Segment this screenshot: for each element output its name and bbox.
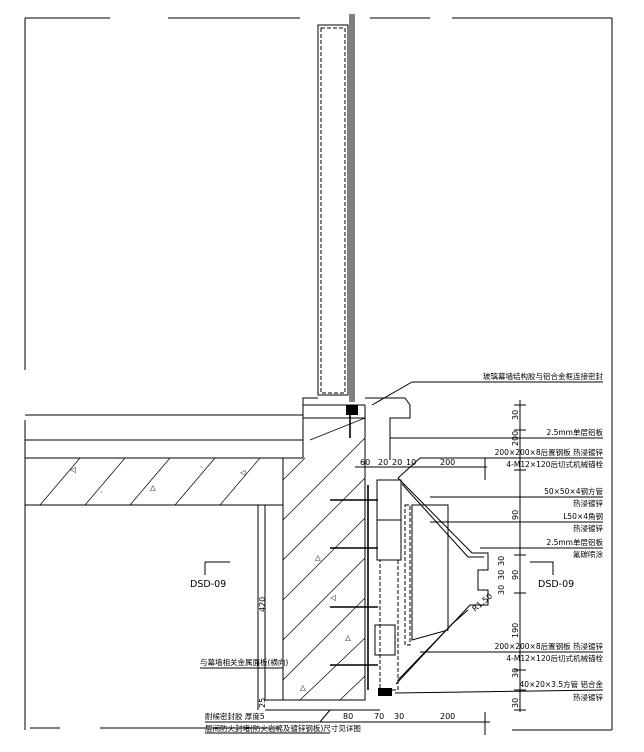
dim-top-20b: 20 (392, 458, 402, 467)
dim-top-60: 60 (360, 458, 370, 467)
dim-v-3: 30 (497, 556, 506, 566)
svg-text:△: △ (300, 683, 306, 692)
dim-v-5: 90 (511, 570, 520, 580)
dim-top-200: 200 (440, 458, 455, 467)
dim-top-20a: 20 (378, 458, 388, 467)
dim-bottom-200: 200 (440, 712, 455, 721)
svg-text:◁: ◁ (330, 593, 336, 602)
label-angle-finish: 热浸镀锌 (573, 523, 603, 533)
dim-v-7: 190 (511, 623, 520, 638)
dim-v-0: 30 (511, 410, 520, 420)
section-tag-right: DSD-09 (538, 579, 574, 590)
section-tag-left: DSD-09 (190, 579, 226, 590)
label-anchor-2: 4-M12×120后切式机械锚栓 (506, 653, 603, 663)
concrete-aggregate-marks: ◁ △ ◁ · · (70, 463, 246, 497)
aluminum-panel-profile (395, 477, 489, 685)
svg-text:△: △ (315, 553, 321, 562)
curtain-wall-panel (317, 14, 355, 402)
label-aluminum-panel-1: 2.5mm单层铝板 (546, 427, 603, 437)
beam-aggregate-marks: △ ◁ △ △ (300, 553, 351, 692)
svg-text:·: · (200, 463, 202, 472)
label-steel-tube-finish: 热浸镀锌 (573, 498, 603, 508)
floor-slab: ◁ △ ◁ · · (25, 414, 303, 506)
dim-v-8: 30 (511, 668, 520, 678)
dim-bottom-30: 30 (394, 712, 404, 721)
steel-frame (374, 479, 402, 696)
dim-v-2: 90 (511, 510, 520, 520)
label-aluminum-panel-2: 2.5mm单层铝板 (546, 537, 603, 547)
dim-v-4: 30 (497, 570, 506, 580)
dimension-lines (204, 400, 554, 735)
label-steel-plate-2: 200×200×8后置钢板 热浸镀锌 (495, 641, 604, 651)
svg-text:·: · (100, 488, 102, 497)
label-rect-tube: 40×20×3.5方管 铝合金 (520, 679, 604, 689)
svg-text:△: △ (150, 483, 156, 492)
annotations: 玻璃幕墙结构胶与铝合金框连接密封 2.5mm单层铝板 200×200×8后置钢板… (200, 371, 603, 733)
label-top-note: 玻璃幕墙结构胶与铝合金框连接密封 (483, 371, 603, 381)
label-rect-tube-finish: 热浸镀锌 (573, 692, 603, 702)
svg-text:◁: ◁ (240, 468, 246, 477)
dim-left-420: 420 (258, 597, 267, 612)
dim-left-25: 25 (258, 698, 267, 708)
dim-bottom-70: 70 (374, 712, 384, 721)
label-angle: L50×4角钢 (563, 511, 603, 521)
leader-lines (200, 381, 604, 734)
dim-v-9: 30 (511, 698, 520, 708)
svg-text:◁: ◁ (70, 465, 76, 474)
label-steel-plate-1: 200×200×8后置钢板 热浸镀锌 (495, 447, 604, 457)
dim-v-6: 30 (497, 585, 506, 595)
svg-text:△: △ (345, 633, 351, 642)
label-anchor-1: 4-M12×120后切式机械锚栓 (506, 459, 603, 469)
dim-top-10: 10 (406, 458, 416, 467)
anchor-bolts (330, 485, 378, 690)
concrete-beam: △ ◁ △ △ (264, 397, 411, 711)
label-panel-finish: 氟碳喷涂 (573, 549, 603, 559)
dimension-texts: 60 20 20 10 200 30 200 90 30 30 90 30 19… (258, 410, 520, 721)
label-steel-tube: 50×50×4钢方管 (544, 486, 603, 496)
label-bottom-note-1: 耐候密封胶 厚度5 (205, 711, 265, 721)
dim-bottom-80: 80 (343, 712, 353, 721)
drawing-frame (24, 17, 613, 731)
label-bottom-note-2: 层间防火封堵(防火岩棉及镀锌钢板)尺寸见详图 (205, 723, 361, 733)
dim-v-1: 200 (511, 431, 520, 446)
dim-diag: R1.50 (471, 592, 495, 614)
label-left-note: 与幕墙相关金属面板(横向) (200, 657, 288, 667)
